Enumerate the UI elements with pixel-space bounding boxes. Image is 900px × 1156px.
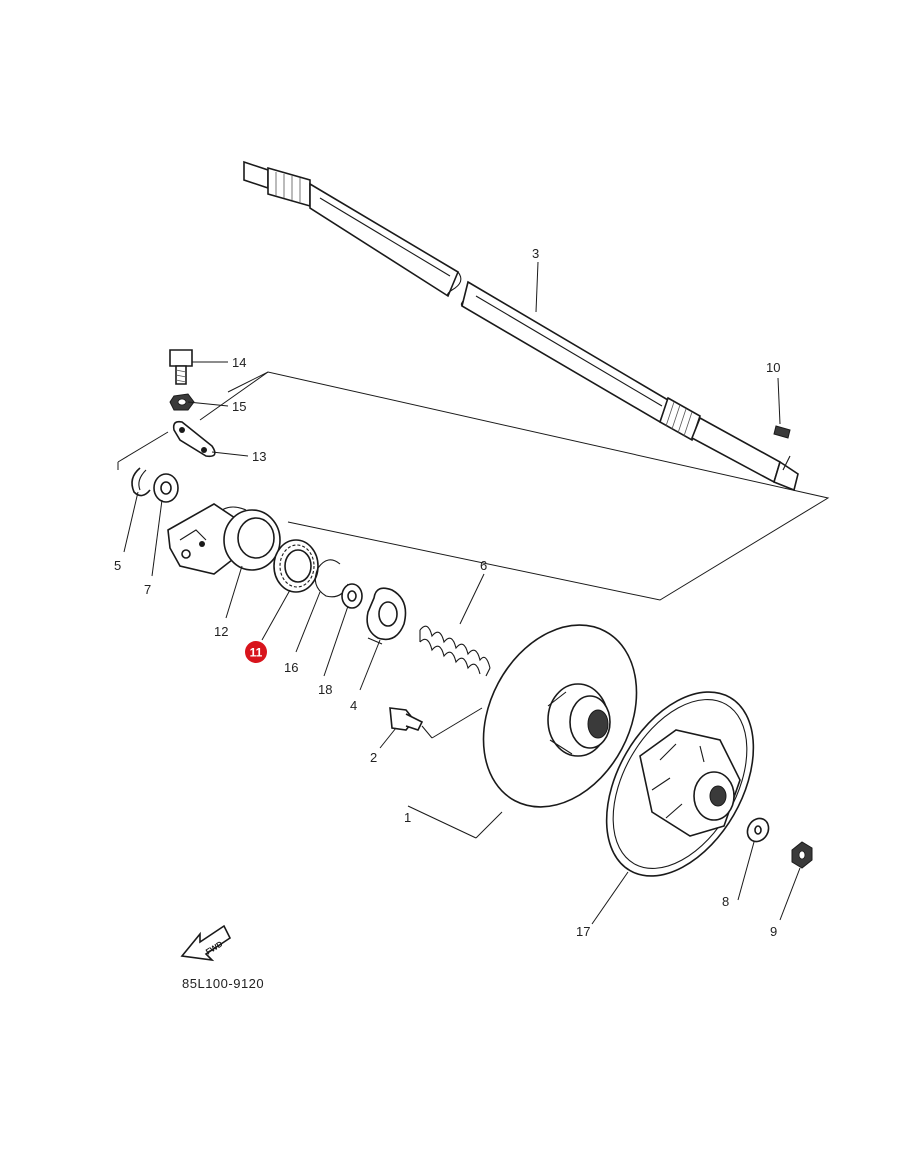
compression-spring [419,625,491,677]
callout-16: 16 [284,660,298,675]
spring-seat [366,587,407,645]
collar [341,583,363,609]
drive-shaft [243,160,799,492]
callout-17: 17 [576,924,590,939]
snap-ring [314,559,349,598]
highlighted-callout-11[interactable]: 11 [245,641,267,663]
callout-8: 8 [722,894,729,909]
primary-sheave [482,624,638,808]
callout-3: 3 [532,246,539,261]
callout-11: 11 [250,646,263,660]
stay-plate [172,420,216,458]
flat-washer [746,817,770,843]
callout-1: 1 [404,810,411,825]
shaft-key [773,425,791,439]
washer [153,473,179,503]
callout-12: 12 [214,624,228,639]
callout-9: 9 [770,924,777,939]
callout-14: 14 [232,355,246,370]
callout-6: 6 [480,558,487,573]
callout-15: 15 [232,399,246,414]
fwd-arrow-icon: FWD [180,924,232,962]
secondary-sheave [605,691,755,877]
nut [169,393,195,411]
circlip [131,467,151,497]
assembly-frame [117,371,830,601]
bolt [169,349,193,385]
callout-5: 5 [114,558,121,573]
callout-13: 13 [252,449,266,464]
callout-7: 7 [144,582,151,597]
callout-18: 18 [318,682,332,697]
bearing-housing [167,503,281,575]
leader-lines [123,261,801,925]
drawing-code: 85L100-9120 [182,976,264,991]
callout-10: 10 [766,360,780,375]
callout-labels: 3 14 10 15 13 5 7 6 12 16 18 4 2 1 8 9 1… [114,246,780,939]
hex-nut [791,841,813,869]
ball-bearing [273,539,319,593]
callout-2: 2 [370,750,377,765]
weight-pin [389,707,424,731]
callout-4: 4 [350,698,357,713]
